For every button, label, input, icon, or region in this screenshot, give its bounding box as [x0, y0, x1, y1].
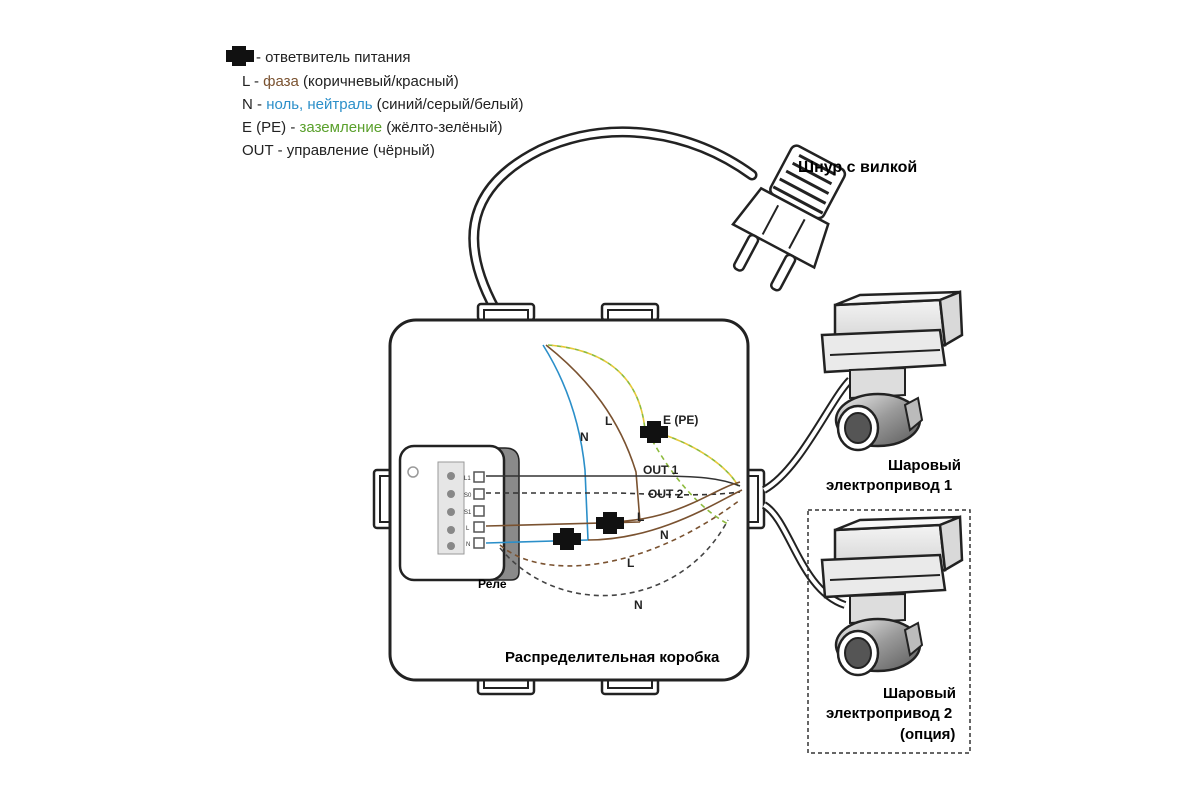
- wire-label-n2: N: [660, 528, 669, 542]
- terminal-s0: S0: [464, 493, 472, 499]
- ball-valve-1-icon: [820, 290, 964, 452]
- legend-earth: E (PE) - заземление (жёлто-зелёный): [242, 119, 502, 136]
- wire-label-out2: OUT 2: [648, 487, 684, 501]
- valve2-label-3: (опция): [900, 726, 955, 743]
- splitter-icon-l: [596, 512, 624, 534]
- legend-neutral: N - ноль, нейтраль (синий/серый/белый): [242, 96, 523, 113]
- relay-label: Реле: [478, 577, 507, 591]
- optional-valve-frame: [807, 509, 971, 754]
- wire-label-out1: OUT 1: [643, 463, 679, 477]
- splitter-icon-e: [640, 421, 668, 443]
- terminal-l1: L1: [464, 476, 471, 482]
- box-label: Распределительная коробка: [505, 649, 720, 666]
- plug-label: Шнур с вилкой: [798, 159, 917, 176]
- legend-splitter: - ответвитель питания: [256, 49, 411, 66]
- legend: - ответвитель питания L - фаза (коричнев…: [226, 46, 523, 159]
- ball-valve-2-icon: [820, 515, 964, 677]
- plug-icon: [731, 144, 847, 292]
- valve2-label-1: Шаровый: [883, 685, 956, 702]
- wire-label-l: L: [605, 414, 612, 428]
- wire-label-l2: L: [637, 510, 644, 524]
- terminal-l: L: [466, 526, 470, 532]
- legend-phase: L - фаза (коричневый/красный): [242, 73, 459, 90]
- valve1-label-1: Шаровый: [888, 457, 961, 474]
- relay-terminals: [473, 471, 485, 549]
- valve1-label-2: электропривод 1: [826, 477, 952, 494]
- legend-out: OUT - управление (чёрный): [242, 142, 435, 159]
- splitter-legend-icon: [226, 46, 254, 66]
- wire-label-e: E (PE): [663, 413, 698, 427]
- valve2-label-2: электропривод 2: [826, 705, 952, 722]
- relay: L1 S0 S1 L N: [398, 444, 520, 582]
- junction-box: [372, 302, 766, 696]
- terminal-s1: S1: [464, 510, 472, 516]
- wire-label-l3: L: [627, 556, 634, 570]
- splitter-icon-n: [553, 528, 581, 550]
- terminal-n: N: [466, 542, 470, 548]
- wire-label-n3: N: [634, 598, 643, 612]
- wire-label-n: N: [580, 430, 589, 444]
